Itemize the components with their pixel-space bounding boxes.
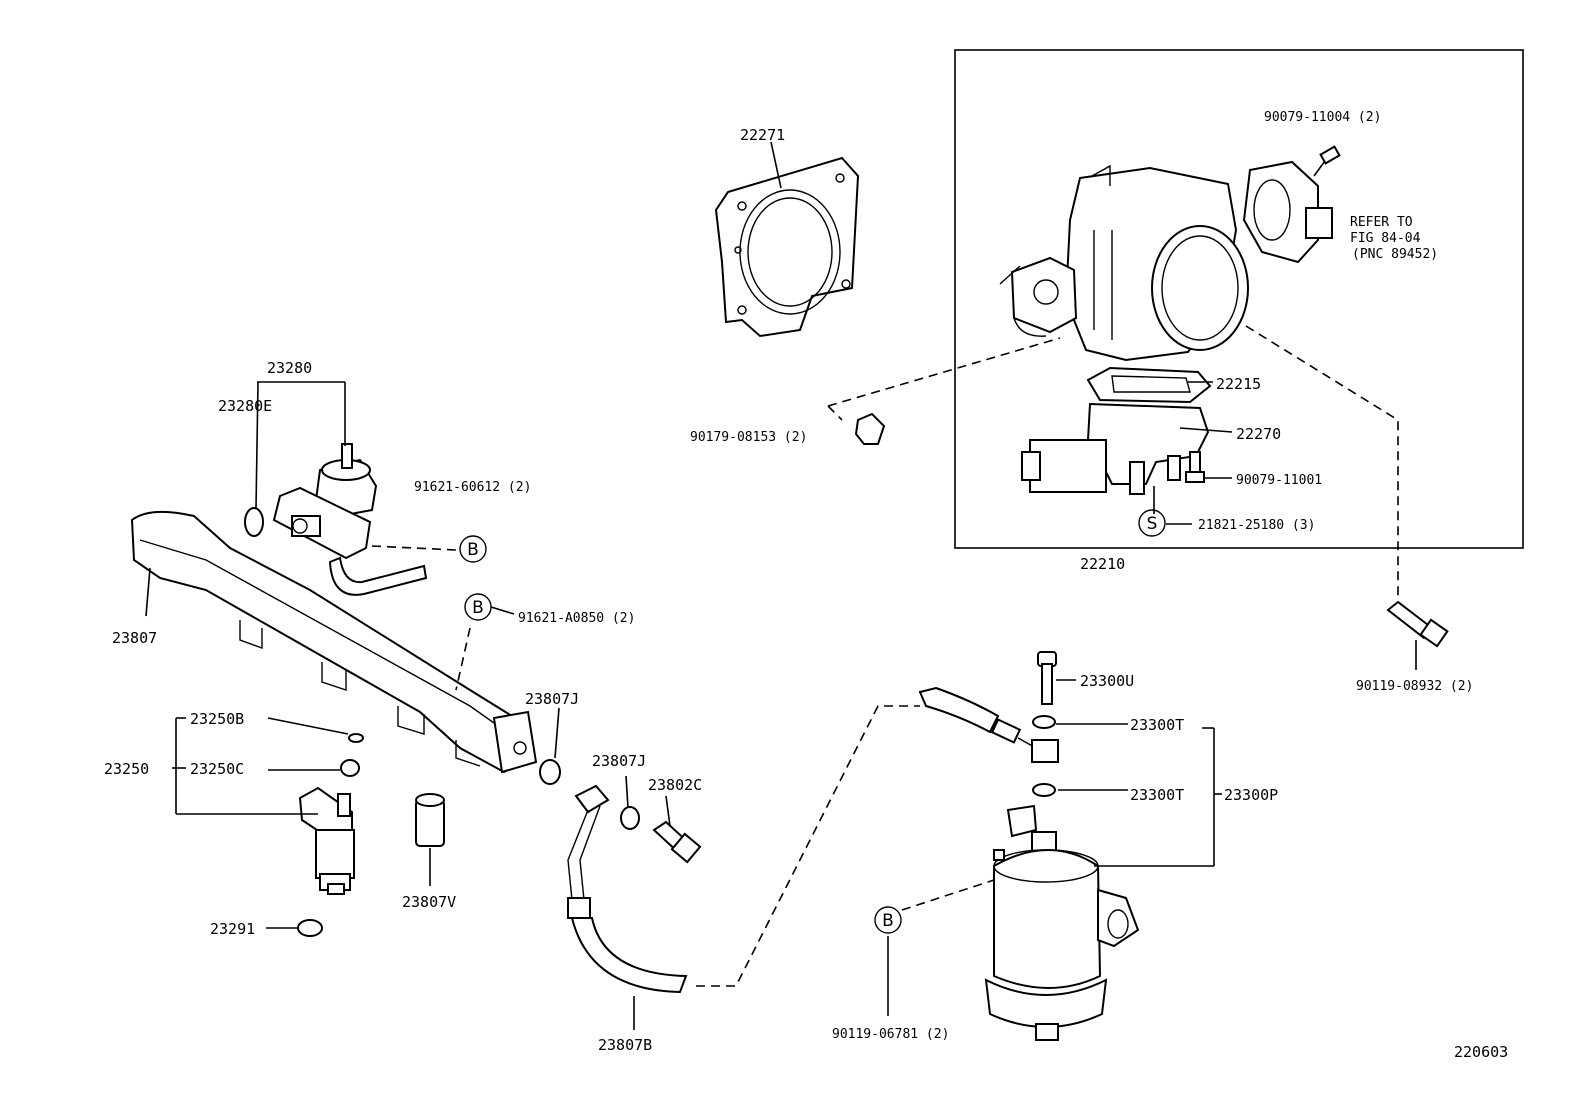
label-90119-06781: 90119-06781 (2) [832,1027,949,1042]
label-22215: 22215 [1216,375,1261,393]
label-fig-84-04: FIG 84-04 [1350,231,1421,246]
label-23300t-b: 23300T [1130,786,1184,804]
label-refer-to: REFER TO [1350,215,1413,230]
label-23250c: 23250C [190,760,244,778]
throttle-position-sensor [1242,145,1341,264]
label-23807v: 23807V [402,893,456,911]
svg-text:S: S [1147,514,1158,534]
label-23250b: 23250B [190,710,244,728]
label-23807b: 23807B [598,1036,652,1054]
bolt-90119-08932 [1386,600,1449,648]
gasket-23300t-b [1032,783,1056,797]
gasket-23807j-a [539,759,561,785]
label-91621-a0850: 91621-A0850 (2) [518,611,635,626]
svg-text:B: B [472,598,484,618]
fuel-delivery-pipe-23807 [130,510,538,774]
nut-90179-08153 [854,412,886,445]
fuel-hose-right [918,686,1037,749]
spacer-23807v [415,793,445,847]
label-90179-08153: 90179-08153 (2) [690,430,807,445]
label-pnc-89452: (PNC 89452) [1352,247,1438,262]
fuel-injector-23250 [298,786,355,895]
svg-text:B: B [467,540,479,560]
o-ring-23280e [244,507,264,537]
label-23300p: 23300P [1224,786,1278,804]
label-23807j-b: 23807J [592,752,646,770]
label-21821-25180: 21821-25180 (3) [1198,518,1315,533]
label-23807j-a: 23807J [525,690,579,708]
union-23300p [1031,739,1059,763]
label-23807: 23807 [112,629,157,647]
throttle-body-22210 [999,164,1249,362]
label-90079-11004: 90079-11004 (2) [1264,110,1381,125]
gasket-23807j-b [620,806,640,830]
label-90079-11001: 90079-11001 [1236,473,1322,488]
marker-b-1: B [459,535,487,563]
bolt-23300u [1037,651,1057,705]
label-23250: 23250 [104,760,149,778]
label-90119-08932: 90119-08932 (2) [1356,679,1473,694]
cushion-23250c [340,759,360,777]
gasket-22271 [714,156,860,338]
label-23802c: 23802C [648,776,702,794]
diagram-id: 220603 [1454,1043,1508,1061]
label-23300u: 23300U [1080,672,1134,690]
insulator-23291 [297,919,323,937]
fuel-filter [984,804,1140,1041]
label-23291: 23291 [210,920,255,938]
label-91621-60612: 91621-60612 (2) [414,480,531,495]
o-ring-23250b [348,733,364,743]
marker-b-3: B [874,906,902,934]
union-bolt-23802c [652,820,702,864]
marker-s: S [1138,509,1166,537]
label-22271: 22271 [740,126,785,144]
pressure-regulator-23280 [272,443,428,596]
gasket-23300t-a [1032,715,1056,729]
idle-air-control-valve-22270 [1021,402,1210,495]
throttle-body-assembly-frame [954,49,1524,549]
label-23280: 23280 [267,359,312,377]
label-23280e: 23280E [218,397,272,415]
label-22210: 22210 [1080,555,1125,573]
fuel-hose-23807b [567,784,688,994]
svg-text:B: B [882,911,894,931]
marker-b-2: B [464,593,492,621]
label-22270: 22270 [1236,425,1281,443]
screw-90079-11001 [1185,451,1205,483]
gasket-22215 [1086,366,1212,404]
label-23300t-a: 23300T [1130,716,1184,734]
